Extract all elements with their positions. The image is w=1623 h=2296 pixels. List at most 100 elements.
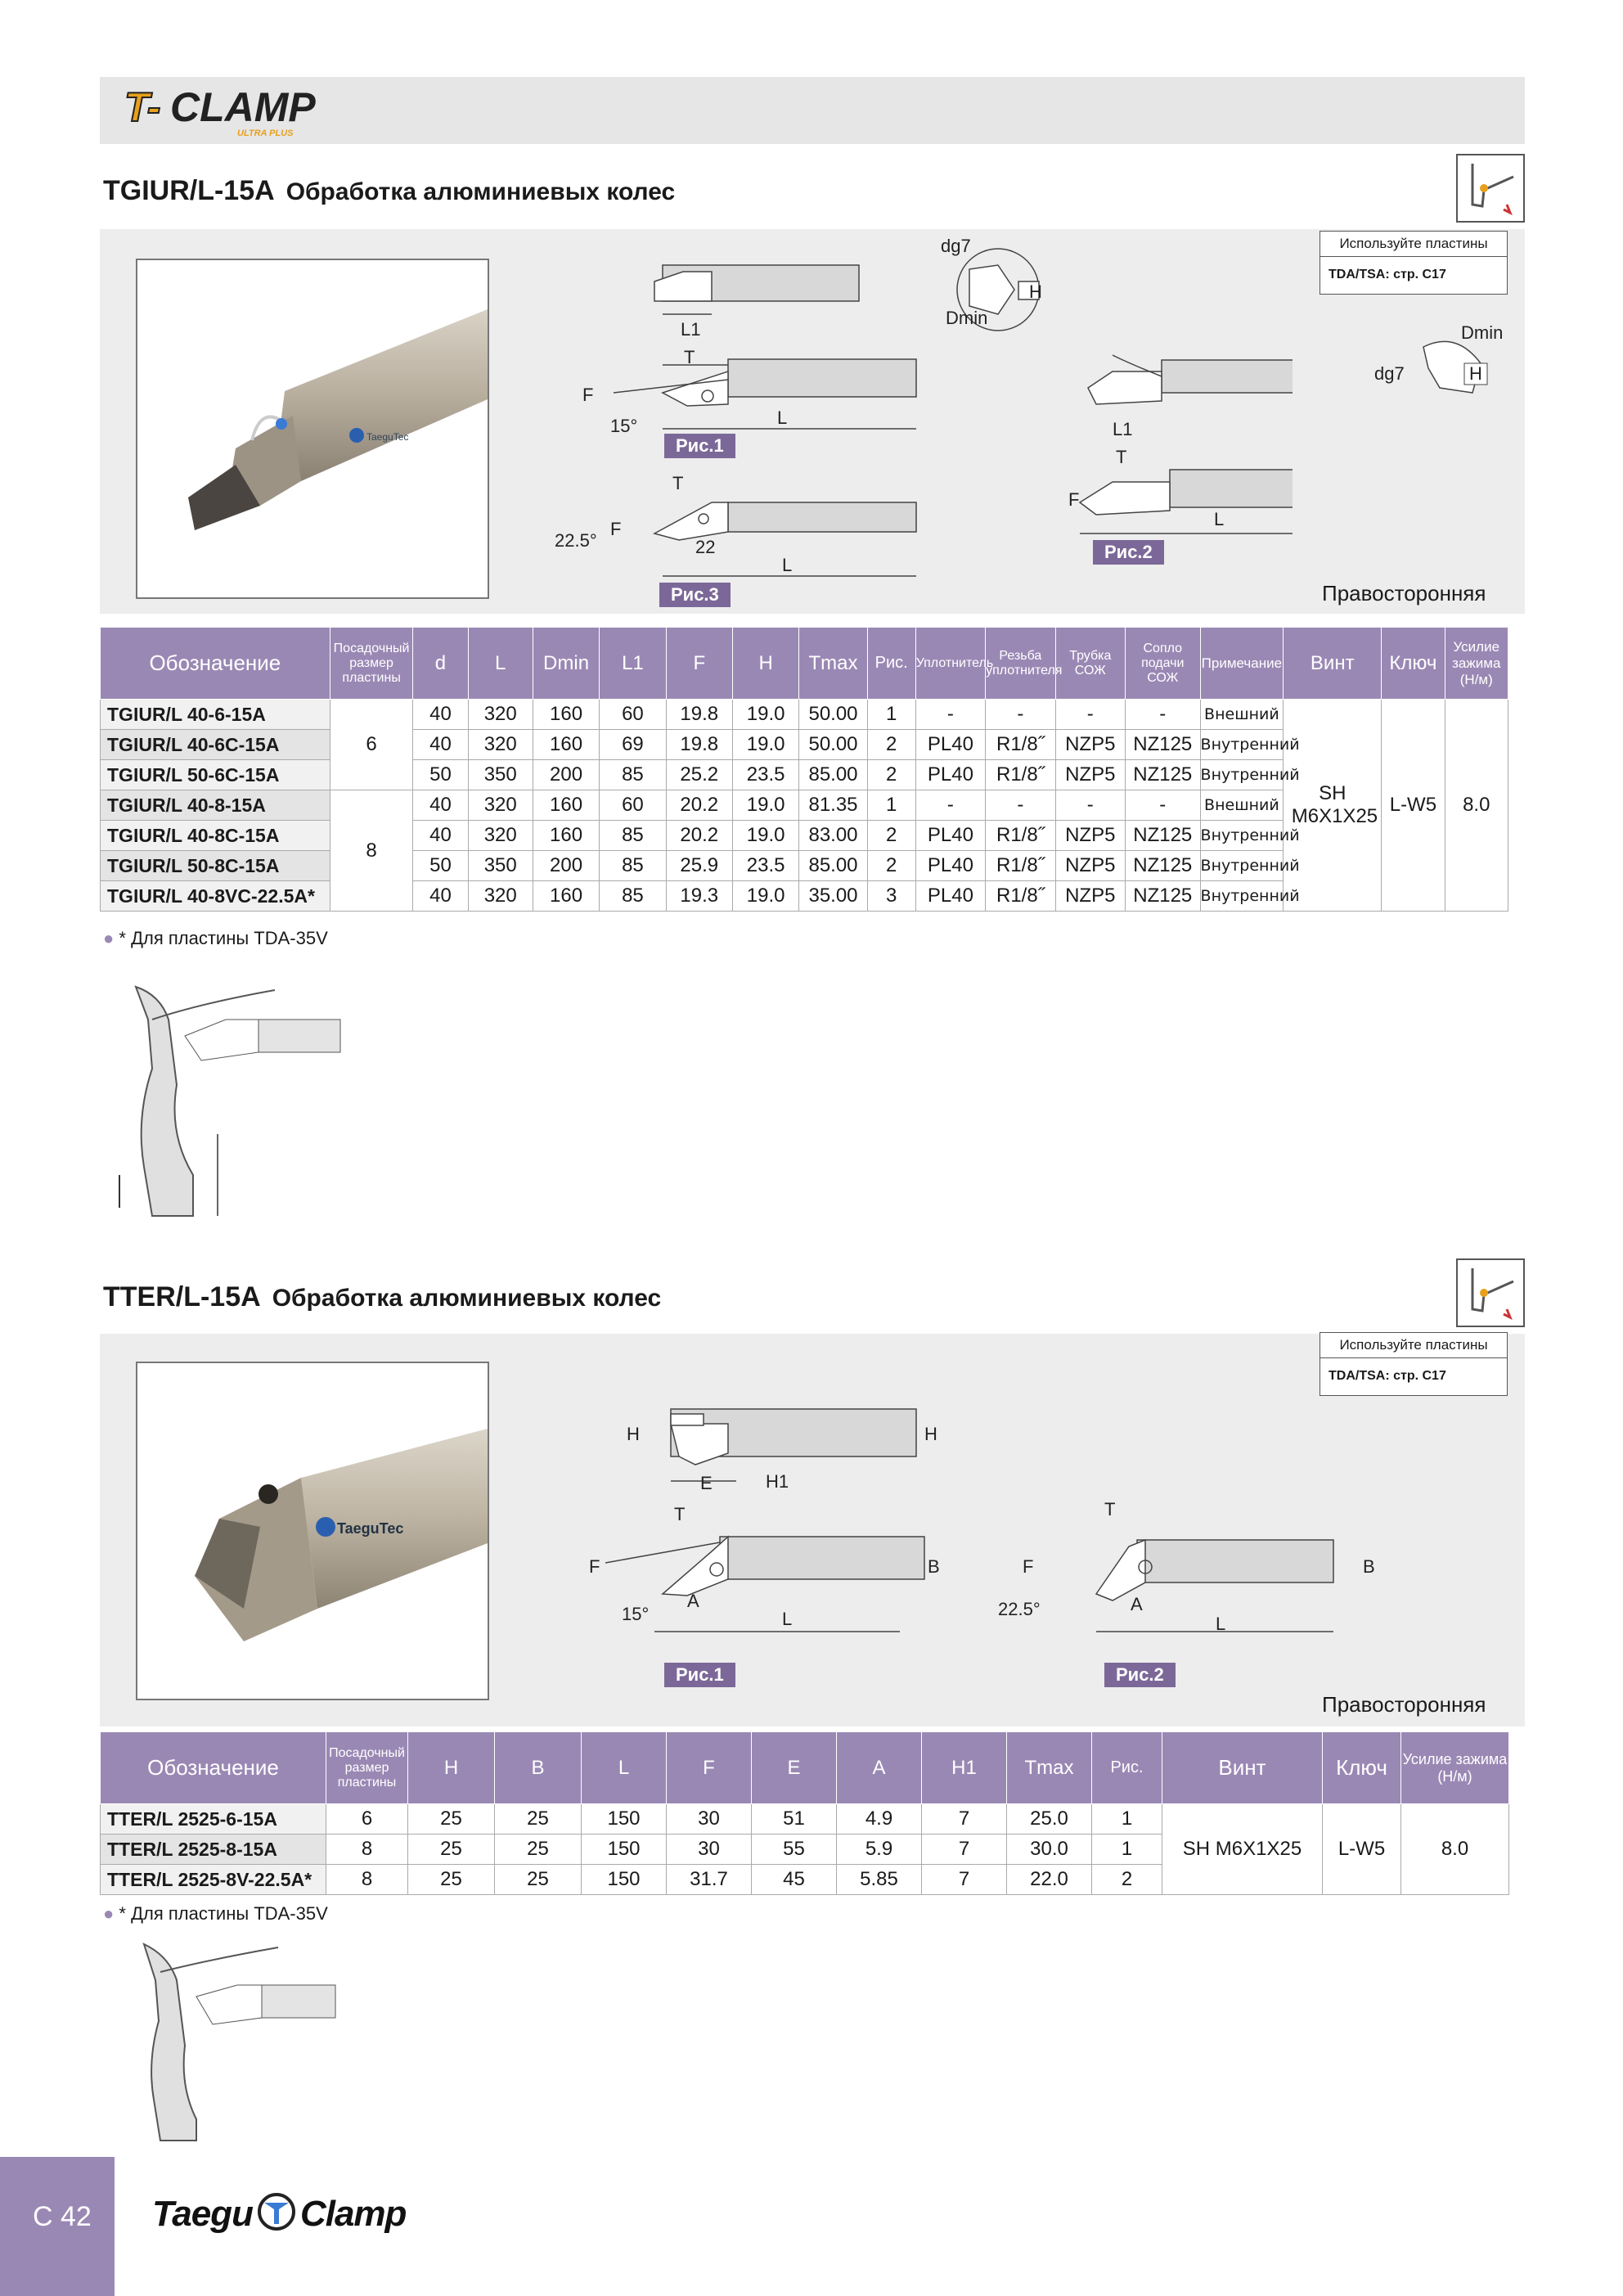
cell-seat-size: 6 [329, 699, 414, 790]
cell: 1 [1091, 1834, 1162, 1865]
cell: NZP5 [1054, 729, 1126, 760]
table-row: TGIUR/L 40-8-15A 8 40 320 160 60 20.2 19… [100, 790, 1508, 912]
dim-t-fig3: T [672, 473, 683, 493]
th2-torque: Усилие зажима (Н/м) [1400, 1731, 1509, 1804]
cell: PL40 [915, 759, 987, 790]
cell: 1 [866, 699, 916, 730]
dim-b-s2fig2: B [1363, 1556, 1375, 1577]
dim-dmin: Dmin [946, 308, 987, 328]
th-fig: Рис. [866, 627, 916, 700]
cell: PL40 [915, 820, 987, 851]
cell: 320 [467, 729, 533, 760]
cell-designation: TTER/L 2525-8-15A [100, 1834, 326, 1865]
fig-label-2: Рис.2 [1093, 540, 1164, 565]
cell: 30 [666, 1803, 752, 1835]
dim-l1: L1 [681, 319, 700, 340]
cell: 160 [532, 880, 600, 912]
th-coolant-tube: Трубка СОЖ [1054, 627, 1126, 700]
th-key: Ключ [1381, 627, 1445, 700]
cell-designation: TTER/L 2525-6-15A [100, 1803, 326, 1835]
header-bar [100, 77, 1525, 144]
photo1-brand: TaeguTec [366, 431, 408, 443]
dim-f-fig3: F [610, 519, 621, 539]
table-row: TGIUR/L 40-6-15A 6 40 320 160 60 19.8 19… [100, 699, 1509, 912]
cell-designation: TGIUR/L 40-8VC-22.5A* [100, 880, 330, 912]
dim-t: T [684, 347, 695, 367]
cell: 25 [407, 1803, 495, 1835]
cell: NZ125 [1125, 759, 1201, 790]
cell: 40 [412, 790, 469, 821]
cell: - [985, 699, 1056, 730]
cell: 350 [467, 850, 533, 881]
cell: 2 [866, 759, 916, 790]
cell: 25 [494, 1864, 582, 1895]
th2-l: L [581, 1731, 667, 1804]
cell-screw: SH M6X1X25 [1283, 699, 1382, 912]
cell-torque: 8.0 [1444, 699, 1509, 912]
cell: 23.5 [731, 759, 800, 790]
cell: - [985, 790, 1056, 821]
dim-l: L [777, 407, 787, 428]
s2-fig-label-1: Рис.1 [664, 1663, 735, 1687]
cell: - [1125, 699, 1201, 730]
cell: 23.5 [731, 850, 800, 881]
dim-t-s2fig1: T [674, 1504, 685, 1524]
th-torque: Усилие зажима (Н/м) [1444, 627, 1509, 700]
cell: 50.00 [798, 729, 868, 760]
cell: 25.9 [665, 850, 733, 881]
dim-e: E [700, 1473, 713, 1493]
dim-f: F [582, 385, 593, 405]
cell: NZP5 [1054, 850, 1126, 881]
bullet-icon: ● [103, 928, 115, 948]
cell: 25.0 [1006, 1803, 1092, 1835]
cell: 25 [494, 1803, 582, 1835]
table-row: TTER/L 2525-6-15A 6 25 25 150 30 51 4.9 … [100, 1803, 1509, 1895]
cell-screw: SH M6X1X25 [1162, 1803, 1323, 1895]
table-row: TTER/L 2525-8V-22.5A* 8 25 25 150 31.7 4… [100, 1864, 1509, 1895]
s2-fig-label-2: Рис.2 [1104, 1663, 1176, 1687]
dim-f-fig2: F [1068, 489, 1079, 510]
cell: NZP5 [1054, 759, 1126, 790]
dim-h-right-top: H [924, 1424, 937, 1444]
dim-f-s2fig2: F [1023, 1556, 1033, 1577]
th-l: L [467, 627, 533, 700]
screw-value: SH M6X1X25 [1291, 782, 1378, 827]
cell: 150 [581, 1864, 667, 1895]
cell: 2 [866, 820, 916, 851]
cell: 150 [581, 1803, 667, 1835]
cell: 50.00 [798, 699, 868, 730]
cell: 150 [581, 1834, 667, 1865]
application-icon-2 [1456, 1258, 1525, 1327]
hand-label-2: Правосторонняя [1322, 1692, 1486, 1717]
cell: 69 [599, 729, 667, 760]
cell: 1 [866, 790, 916, 821]
th2-key: Ключ [1322, 1731, 1401, 1804]
dim-l-s2fig2: L [1216, 1614, 1225, 1634]
th-coolant-nozzle: Сопло подачи СОЖ [1125, 627, 1201, 700]
cell: 8 [326, 1864, 408, 1895]
th2-a: A [836, 1731, 922, 1804]
cell: 85 [599, 880, 667, 912]
dim-angle225-s2: 22.5° [998, 1599, 1041, 1619]
dim-h: H [1029, 281, 1042, 302]
svg-text:CLAMP: CLAMP [170, 84, 316, 130]
th2-b: B [494, 1731, 582, 1804]
cell: PL40 [915, 850, 987, 881]
brand-text-1: Taegu [152, 2194, 254, 2234]
cell-designation: TGIUR/L 40-8-15A [100, 790, 330, 821]
cell: 60 [599, 790, 667, 821]
cell: 30 [666, 1834, 752, 1865]
cell: 60 [599, 699, 667, 730]
cell: 50 [412, 850, 469, 881]
cell: 55 [751, 1834, 837, 1865]
cell: R1/8˝ [985, 880, 1056, 912]
th-screw: Винт [1283, 627, 1382, 700]
cell: 7 [921, 1834, 1007, 1865]
cell: 2 [1091, 1864, 1162, 1895]
cell: 85 [599, 820, 667, 851]
brand-text-2: Clamp [299, 2194, 407, 2234]
dim-f-s2fig1: F [589, 1556, 600, 1577]
cell: 30.0 [1006, 1834, 1092, 1865]
th-dmin: Dmin [532, 627, 600, 700]
cell: 350 [467, 759, 533, 790]
